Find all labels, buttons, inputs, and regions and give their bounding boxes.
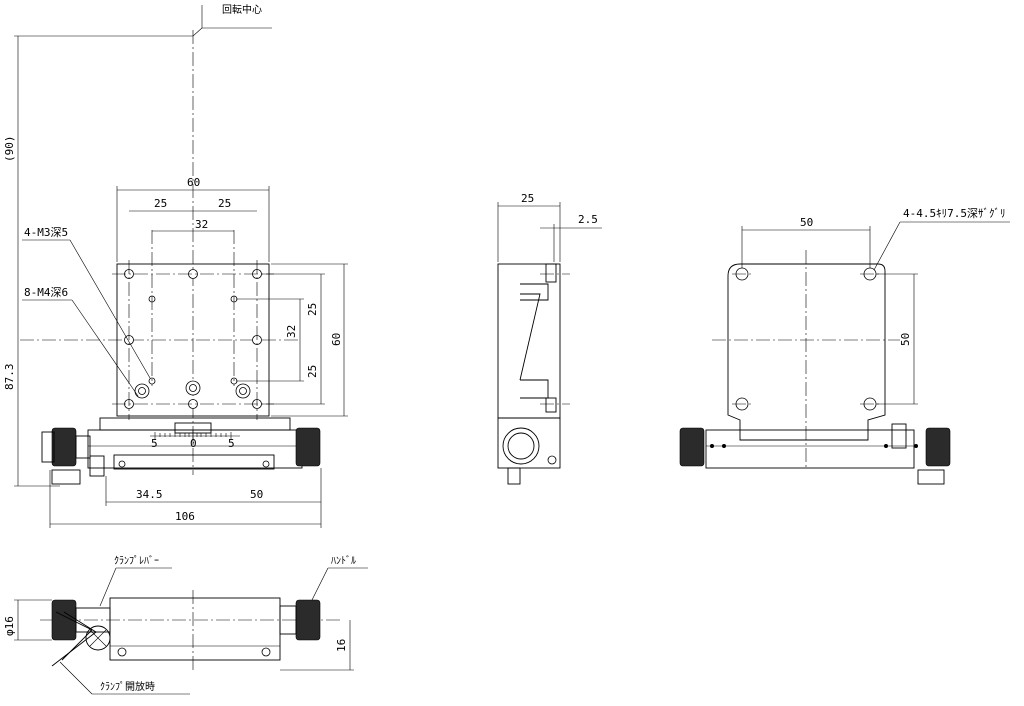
front-clamp-lever [89,455,105,477]
dim-front-106: 106 [175,510,195,523]
side-clamp [507,467,521,485]
side-guide-lower [520,379,549,399]
leader-m3 [69,239,151,379]
dim-bottom-phi16: φ16 [3,616,16,636]
side-view: 25 2.5 [497,192,602,485]
back-pin [722,444,726,448]
front-left-handle-shaft [75,435,91,459]
base-screw [118,460,126,468]
bottom-clamp-lever-open-outline [51,611,97,667]
front-scale-ticks [154,430,232,442]
scale-label-center: 0 [190,437,197,450]
back-left-handle [679,427,705,467]
dim-front-32: 32 [195,218,208,231]
back-pin [884,444,888,448]
bolt-head-inner [138,387,146,395]
back-view: 50 50 4-4.5ｷﾘ7.5深ｻﾞｸﾞﾘ [679,207,1010,485]
bottom-clamp-cross [89,629,107,647]
front-left-handle [51,427,77,467]
dim-bottom-16: 16 [335,639,348,652]
label-m3: 4-M3深5 [24,226,68,239]
back-pin [914,444,918,448]
bolt-head-inner [189,384,197,392]
bottom-right-shaft [279,605,297,635]
back-pin [710,444,714,448]
dim-front-60: 60 [187,176,200,189]
label-handle: ﾊﾝﾄﾞﾙ [331,555,356,567]
dim-front-25b: 25 [218,197,231,210]
front-clamp-block [51,469,81,485]
dim-front-90: (90) [3,136,16,163]
front-left-handle-hub [41,431,55,463]
label-clamp-lever: ｸﾗﾝﾌﾟﾚﾊﾞｰ [114,555,159,567]
bottom-body [109,597,281,661]
label-clamp-open: ｸﾗﾝﾌﾟ開放時 [100,680,155,693]
base-screw [262,460,270,468]
side-dovetail [519,293,541,381]
side-guide-upper [520,283,549,301]
front-rotary-ring [99,417,291,431]
scale-label-left: 5 [151,437,158,450]
scale-label-right: 5 [228,437,235,450]
label-m4: 8-M4深6 [24,286,68,299]
bottom-clamp-knob [85,625,111,651]
back-clamp-block [917,469,945,485]
dim-front-25a: 25 [154,197,167,210]
side-handle [502,427,540,465]
label-counterbore: 4-4.5ｷﾘ7.5深ｻﾞｸﾞﾘ [903,207,1005,220]
back-right-handle [925,427,951,467]
side-screw [547,455,557,465]
dim-front-50: 50 [250,488,263,501]
back-clamp-lever [891,423,907,449]
bottom-right-handle [295,599,321,641]
dim-front-right-25b: 25 [306,365,319,378]
bolt-head-inner [239,387,247,395]
leader-m4 [71,299,139,397]
rotation-center-leader [192,27,203,37]
dim-front-right-25a: 25 [306,303,319,316]
back-base [705,429,915,469]
leader-handle [311,567,329,601]
front-dimensions: 60 25 25 32 25 32 25 60 (90) 87.3 [3,35,348,528]
bottom-view: φ16 16 ｸﾗﾝﾌﾟﾚﾊﾞｰ ﾊﾝﾄﾞﾙ ｸﾗﾝﾌﾟ開放時 [3,555,368,695]
leader-counterbore [873,221,901,271]
bottom-screw [261,647,271,657]
rotation-center-label: 回転中心 [222,3,262,16]
dim-back-50: 50 [800,216,813,229]
side-screw-bottom [545,397,557,413]
front-right-handle [295,427,321,467]
dim-side-25: 25 [521,192,534,205]
side-handle-inner [507,432,535,460]
side-base [497,417,561,469]
back-plate [727,263,886,441]
leader-clamp-lever [99,567,117,607]
front-view: 回転中心 [3,3,348,528]
dim-back-50v: 50 [899,333,912,346]
dim-front-345: 34.5 [136,488,163,501]
side-screw-top [545,263,557,283]
dim-front-right-32: 32 [285,325,298,338]
dim-front-873: 87.3 [3,364,16,391]
bottom-screw [117,647,127,657]
dim-front-right-60: 60 [330,333,343,346]
dim-side-2-5: 2.5 [578,213,598,226]
leader-clamp-open [59,661,93,695]
front-base-lower [113,454,275,470]
